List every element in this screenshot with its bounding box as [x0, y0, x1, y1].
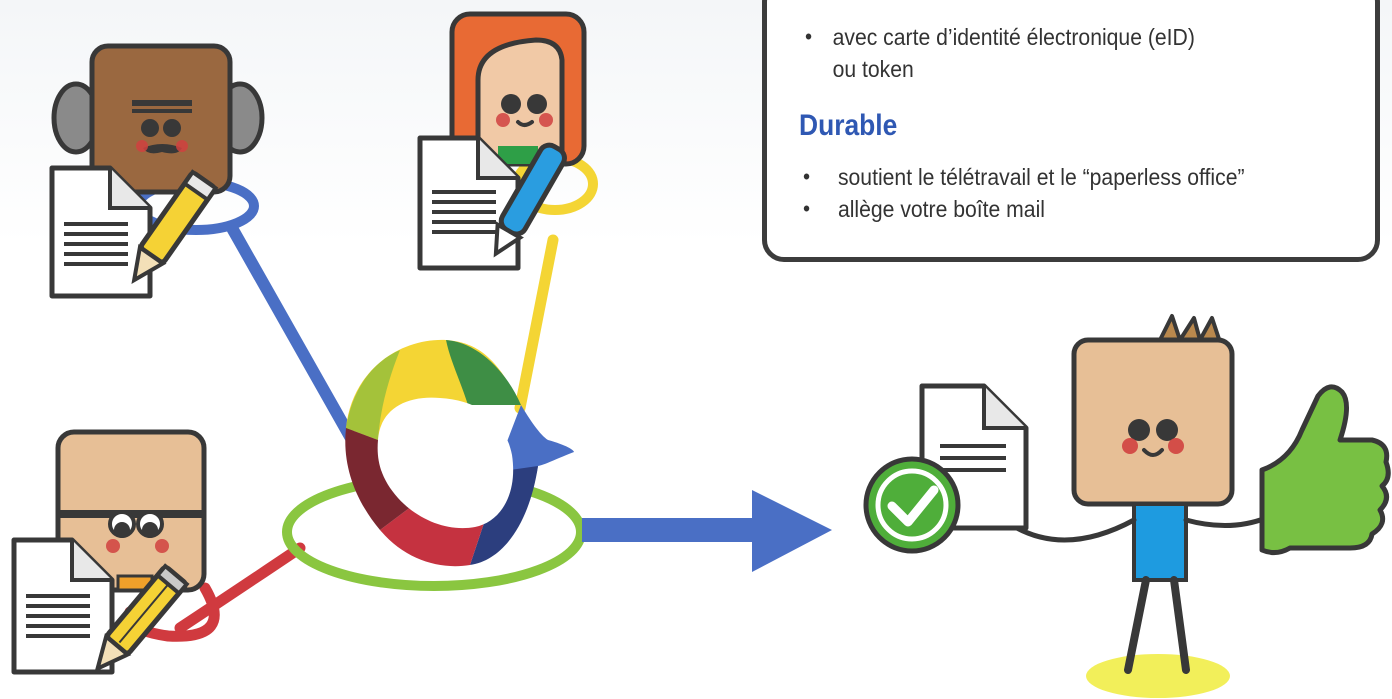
- signer-woman-redhair: [449, 11, 587, 167]
- list-item-text: avec carte d’identité électronique (eID): [832, 24, 1195, 50]
- signer-man-glasses: [55, 429, 207, 593]
- security-feature-list: • avec carte d’identité électronique (eI…: [805, 21, 1229, 85]
- list-item-text-continued: ou token: [832, 56, 914, 82]
- pencil-icon: [94, 563, 190, 673]
- bullet-icon: •: [803, 164, 811, 189]
- red-connector: [174, 542, 306, 634]
- info-box: • avec carte d’identité électronique (eI…: [762, 0, 1380, 262]
- connection-lines: [174, 222, 559, 634]
- pen-icon: [493, 142, 567, 258]
- check-circle-icon: [863, 456, 961, 554]
- swirl-logo: [282, 339, 586, 591]
- bullet-icon: •: [805, 24, 813, 49]
- blue-connector: [226, 222, 358, 446]
- bullet-icon: •: [803, 196, 811, 221]
- floor-shadow: [1086, 654, 1230, 698]
- document-icon: [417, 135, 521, 271]
- thumbs-up-icon: [1259, 384, 1391, 556]
- section-heading: Durable: [799, 109, 898, 142]
- list-item: • allège votre boîte mail: [803, 193, 1245, 225]
- list-item: • avec carte d’identité électronique (eI…: [805, 21, 1195, 85]
- list-item: • soutient le télétravail et le “paperle…: [803, 161, 1245, 193]
- recipient-man: [1001, 314, 1269, 698]
- signer-man-mustache: [51, 43, 265, 195]
- yellow-connector: [514, 234, 559, 414]
- list-item-text: allège votre boîte mail: [837, 196, 1045, 222]
- durable-feature-list: • soutient le télétravail et le “paperle…: [803, 161, 1283, 225]
- arrow-right-icon: [582, 490, 832, 572]
- list-item-text: soutient le télétravail et le “paperless…: [837, 164, 1245, 190]
- document-icon: [11, 537, 115, 675]
- pencil-icon: [131, 169, 219, 284]
